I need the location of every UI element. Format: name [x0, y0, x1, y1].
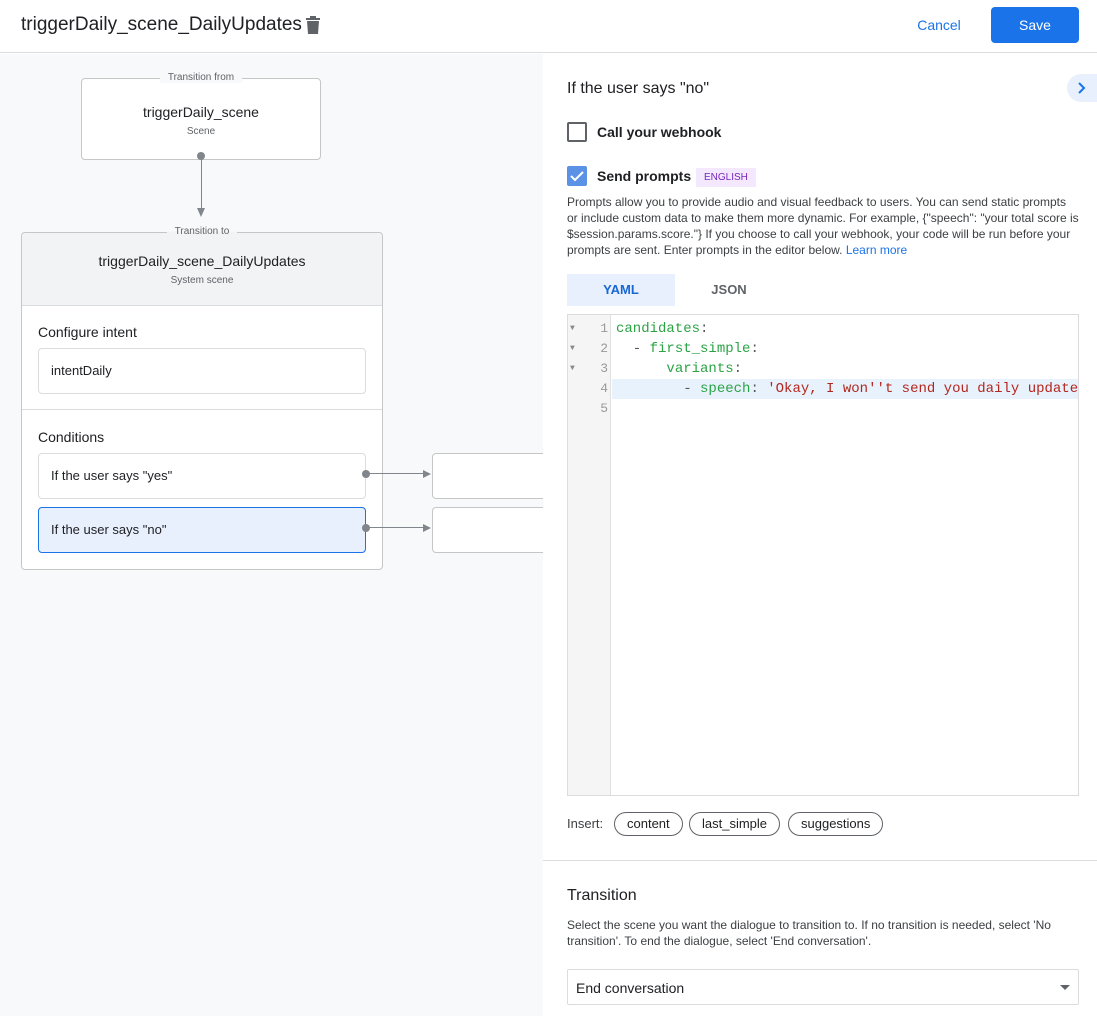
insert-label: Insert: — [567, 816, 604, 831]
to-scene-type: System scene — [170, 275, 234, 286]
arrow-right-icon — [423, 524, 431, 532]
top-bar: triggerDaily_scene_DailyUpdates Cancel S… — [0, 0, 1097, 53]
to-scene-name: triggerDaily_scene_DailyUpdates — [98, 253, 306, 269]
page-title: triggerDaily_scene_DailyUpdates — [21, 14, 302, 35]
dropdown-arrow-icon — [1060, 985, 1070, 990]
transition-to-node: Transition to triggerDaily_scene_DailyUp… — [21, 226, 383, 570]
active-line — [612, 379, 1078, 399]
send-prompts-checkbox[interactable] — [567, 166, 587, 186]
check-icon — [570, 171, 584, 182]
from-scene-name: triggerDaily_scene — [143, 104, 259, 120]
chevron-right-icon — [1078, 82, 1086, 94]
intent-field[interactable]: intentDaily — [38, 348, 366, 394]
divider — [543, 860, 1097, 861]
insert-chip-last-simple[interactable]: last_simple — [689, 812, 781, 836]
transition-select[interactable]: End conversation — [567, 969, 1079, 1005]
scene-canvas: Transition from triggerDaily_scene Scene… — [0, 54, 543, 1016]
no-target-node[interactable] — [432, 507, 543, 553]
webhook-label: Call your webhook — [597, 124, 722, 140]
code-line-1: candidates: — [616, 321, 709, 337]
tab-yaml[interactable]: YAML — [567, 274, 675, 306]
transition-to-legend: Transition to — [166, 226, 238, 237]
insert-chip-content[interactable]: content — [614, 812, 683, 836]
connector-dot — [362, 470, 370, 478]
prompts-description: Prompts allow you to provide audio and v… — [567, 195, 1079, 257]
from-scene-type: Scene — [186, 126, 216, 137]
configure-intent-label: Configure intent — [38, 324, 137, 340]
conditions-label: Conditions — [38, 429, 105, 445]
collapse-panel-button[interactable] — [1067, 74, 1097, 102]
insert-chip-suggestions[interactable]: suggestions — [788, 812, 884, 836]
code-line-4: - speech: 'Okay, I won''t send you daily… — [616, 381, 1078, 397]
code-line-3: variants: — [666, 361, 743, 377]
save-button[interactable]: Save — [991, 7, 1079, 43]
tab-json[interactable]: JSON — [711, 282, 747, 297]
transition-description: Select the scene you want the dialogue t… — [567, 918, 1051, 948]
connector-line — [201, 158, 202, 208]
transition-from-legend: Transition from — [159, 72, 243, 83]
code-editor[interactable]: ▼1 ▼2 ▼3 4 5 candidates: - first_simple:… — [567, 314, 1079, 796]
fold-icon[interactable]: ▼ — [570, 324, 575, 333]
transition-selected-value: End conversation — [576, 980, 685, 996]
condition-yes[interactable]: If the user says "yes" — [38, 453, 366, 499]
line-gutter: ▼1 ▼2 ▼3 4 5 — [568, 315, 611, 795]
fold-icon[interactable]: ▼ — [570, 364, 575, 373]
transition-title: Transition — [567, 887, 637, 904]
learn-more-link[interactable]: Learn more — [845, 243, 908, 257]
condition-no[interactable]: If the user says "no" — [38, 507, 366, 553]
transition-from-node[interactable]: Transition from triggerDaily_scene Scene — [81, 72, 321, 160]
code-line-2: - first_simple: — [616, 341, 759, 357]
arrow-right-icon — [423, 470, 431, 478]
yes-target-node[interactable] — [432, 453, 543, 499]
connector-dot — [362, 524, 370, 532]
arrow-down-icon — [197, 208, 205, 217]
trash-icon[interactable] — [304, 15, 322, 35]
language-badge: ENGLISH — [696, 168, 756, 187]
connector-dot — [197, 152, 205, 160]
webhook-checkbox[interactable] — [567, 122, 587, 142]
send-prompts-label: Send prompts — [597, 168, 692, 184]
panel-title: If the user says "no" — [567, 80, 710, 97]
cancel-button[interactable]: Cancel — [904, 7, 974, 43]
fold-icon[interactable]: ▼ — [570, 344, 575, 353]
